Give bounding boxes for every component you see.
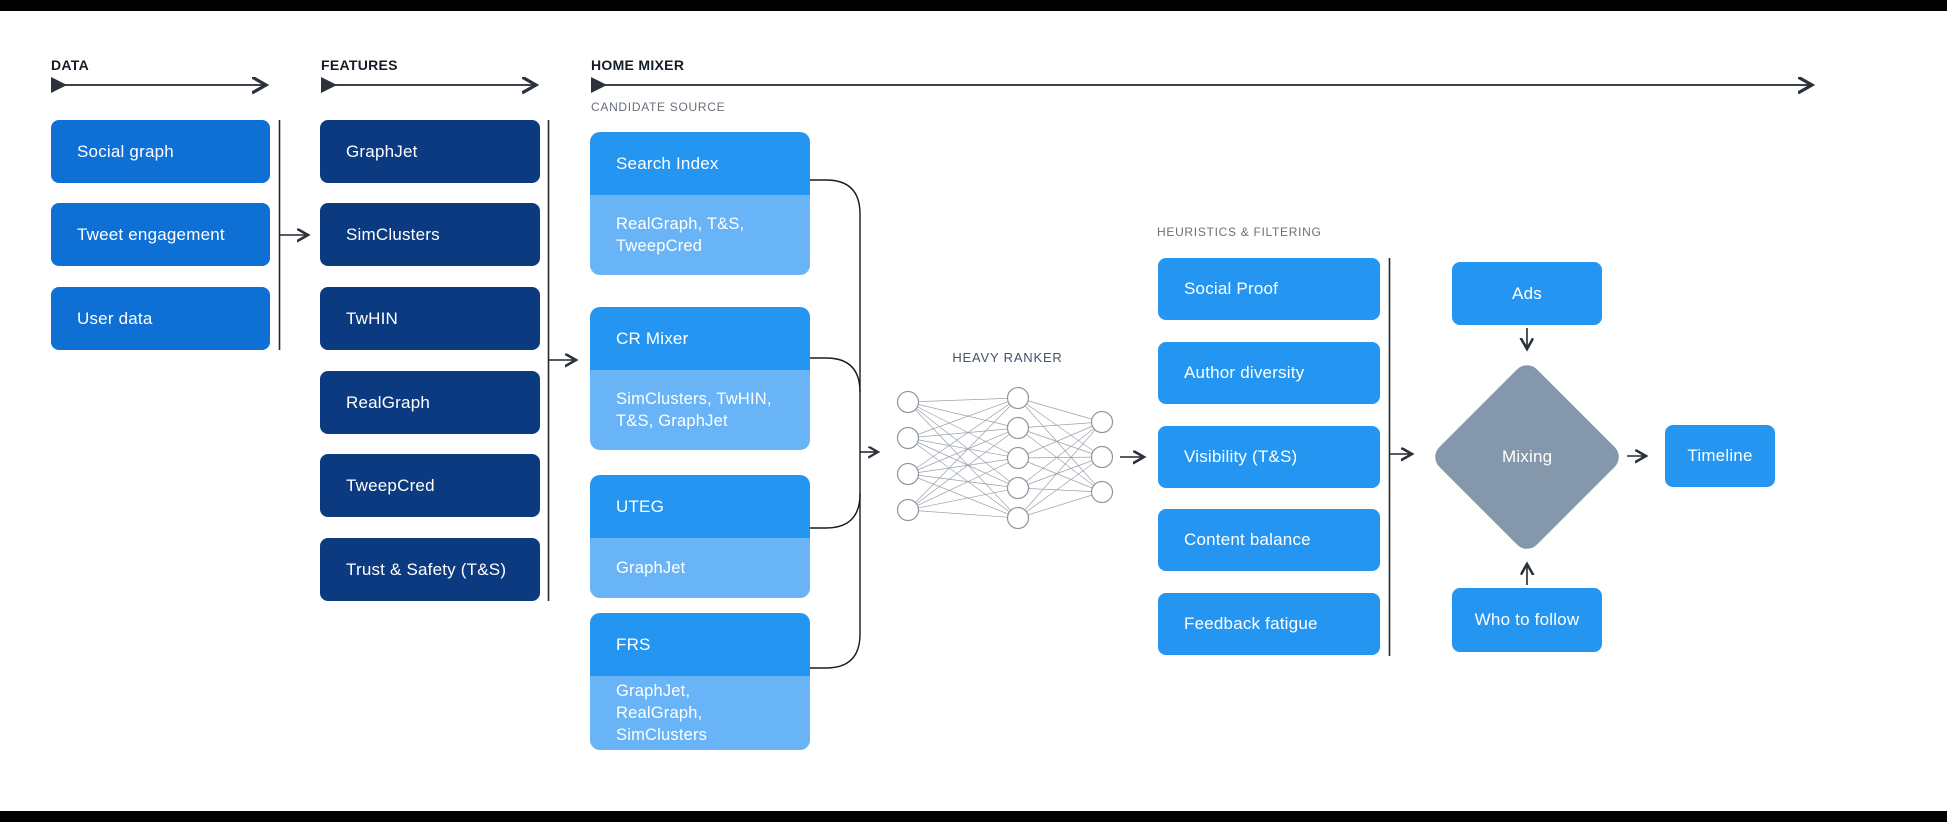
candidates-to-ranker-connector xyxy=(810,179,878,669)
label-heavy-ranker: HEAVY RANKER xyxy=(952,350,1063,365)
heuristic-box-content-balance: Content balance xyxy=(1158,509,1380,571)
section-header-features: FEATURES xyxy=(321,57,398,73)
data-box-social-graph: Social graph xyxy=(51,120,270,183)
feature-box-realgraph: RealGraph xyxy=(320,371,540,434)
neural-network-icon xyxy=(896,386,1114,530)
heuristics-to-mixing-connector xyxy=(1388,258,1413,656)
heuristic-box-author-diversity: Author diversity xyxy=(1158,342,1380,404)
data-box-tweet-engagement: Tweet engagement xyxy=(51,203,270,266)
candidate-source-frs: FRS GraphJet, RealGraph, SimClusters xyxy=(590,613,810,750)
candidate-source-uses: SimClusters, TwHIN, T&S, GraphJet xyxy=(590,370,810,450)
who-to-follow-box: Who to follow xyxy=(1452,588,1602,652)
candidate-source-uses: GraphJet, RealGraph, SimClusters xyxy=(590,676,810,750)
label-candidate-source: CANDIDATE SOURCE xyxy=(591,100,726,114)
timeline-box: Timeline xyxy=(1665,425,1775,487)
features-to-candidates-connector xyxy=(547,120,577,601)
feature-box-twhin: TwHIN xyxy=(320,287,540,350)
data-to-features-connector xyxy=(278,120,309,350)
feature-box-simclusters: SimClusters xyxy=(320,203,540,266)
ads-box: Ads xyxy=(1452,262,1602,325)
feature-box-trust-safety: Trust & Safety (T&S) xyxy=(320,538,540,601)
candidate-source-name: FRS xyxy=(590,613,810,676)
candidate-source-uses: RealGraph, T&S, TweepCred xyxy=(590,195,810,275)
label-heuristics-filtering: HEURISTICS & FILTERING xyxy=(1157,225,1322,239)
section-header-data: DATA xyxy=(51,57,90,73)
top-letterbox-bar xyxy=(0,0,1947,11)
candidate-source-name: UTEG xyxy=(590,475,810,538)
bottom-letterbox-bar xyxy=(0,811,1947,822)
feature-box-graphjet: GraphJet xyxy=(320,120,540,183)
candidate-source-name: Search Index xyxy=(590,132,810,195)
mixing-label: Mixing xyxy=(1501,446,1553,466)
candidate-source-uteg: UTEG GraphJet xyxy=(590,475,810,598)
candidate-source-uses: GraphJet xyxy=(590,538,810,598)
heuristic-box-social-proof: Social Proof xyxy=(1158,258,1380,320)
heuristic-box-visibility: Visibility (T&S) xyxy=(1158,426,1380,488)
candidate-source-search-index: Search Index RealGraph, T&S, TweepCred xyxy=(590,132,810,275)
candidate-source-name: CR Mixer xyxy=(590,307,810,370)
feature-box-tweepcred: TweepCred xyxy=(320,454,540,517)
section-header-home-mixer: HOME MIXER xyxy=(591,57,685,73)
heuristic-box-feedback-fatigue: Feedback fatigue xyxy=(1158,593,1380,655)
data-box-user-data: User data xyxy=(51,287,270,350)
candidate-source-cr-mixer: CR Mixer SimClusters, TwHIN, T&S, GraphJ… xyxy=(590,307,810,450)
